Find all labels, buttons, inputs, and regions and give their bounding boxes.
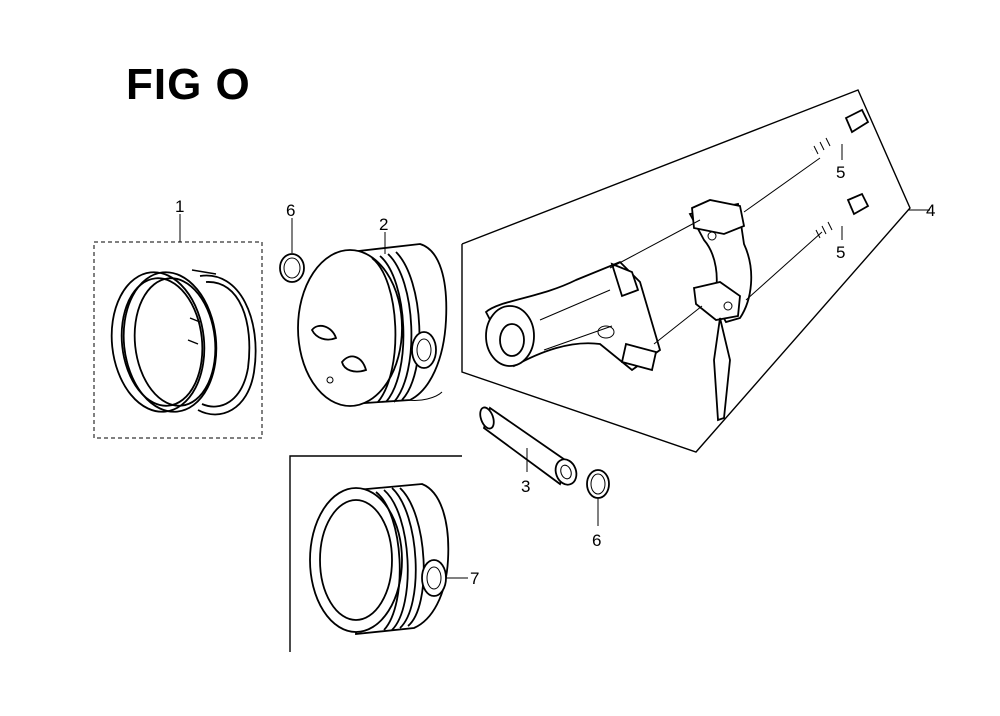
rod-bolt-upper [810,108,870,155]
callout-5-upper: 5 [836,163,845,182]
callout-6-left: 6 [286,201,295,220]
piston-pin [479,406,578,486]
callout-7: 7 [470,569,479,588]
rod-bolt-lower [812,192,870,239]
rod-assembly-frame [461,89,911,453]
piston [297,243,448,407]
figure-title: FIG O [126,60,251,109]
callout-6-right: 6 [592,531,601,550]
connecting-rod-assembly [461,89,911,453]
callout-4: 4 [926,201,935,220]
callout-1: 1 [175,197,184,216]
piston-ring-set [93,241,263,439]
ring-set-frame [93,241,263,439]
piston-alternate [289,455,462,652]
pin-clip-left [279,253,305,283]
callout-5-lower: 5 [836,243,845,262]
alt-piston-frame [289,455,462,652]
pin-clip-right [586,469,610,499]
callout-3: 3 [521,477,530,496]
callout-2: 2 [379,215,388,234]
